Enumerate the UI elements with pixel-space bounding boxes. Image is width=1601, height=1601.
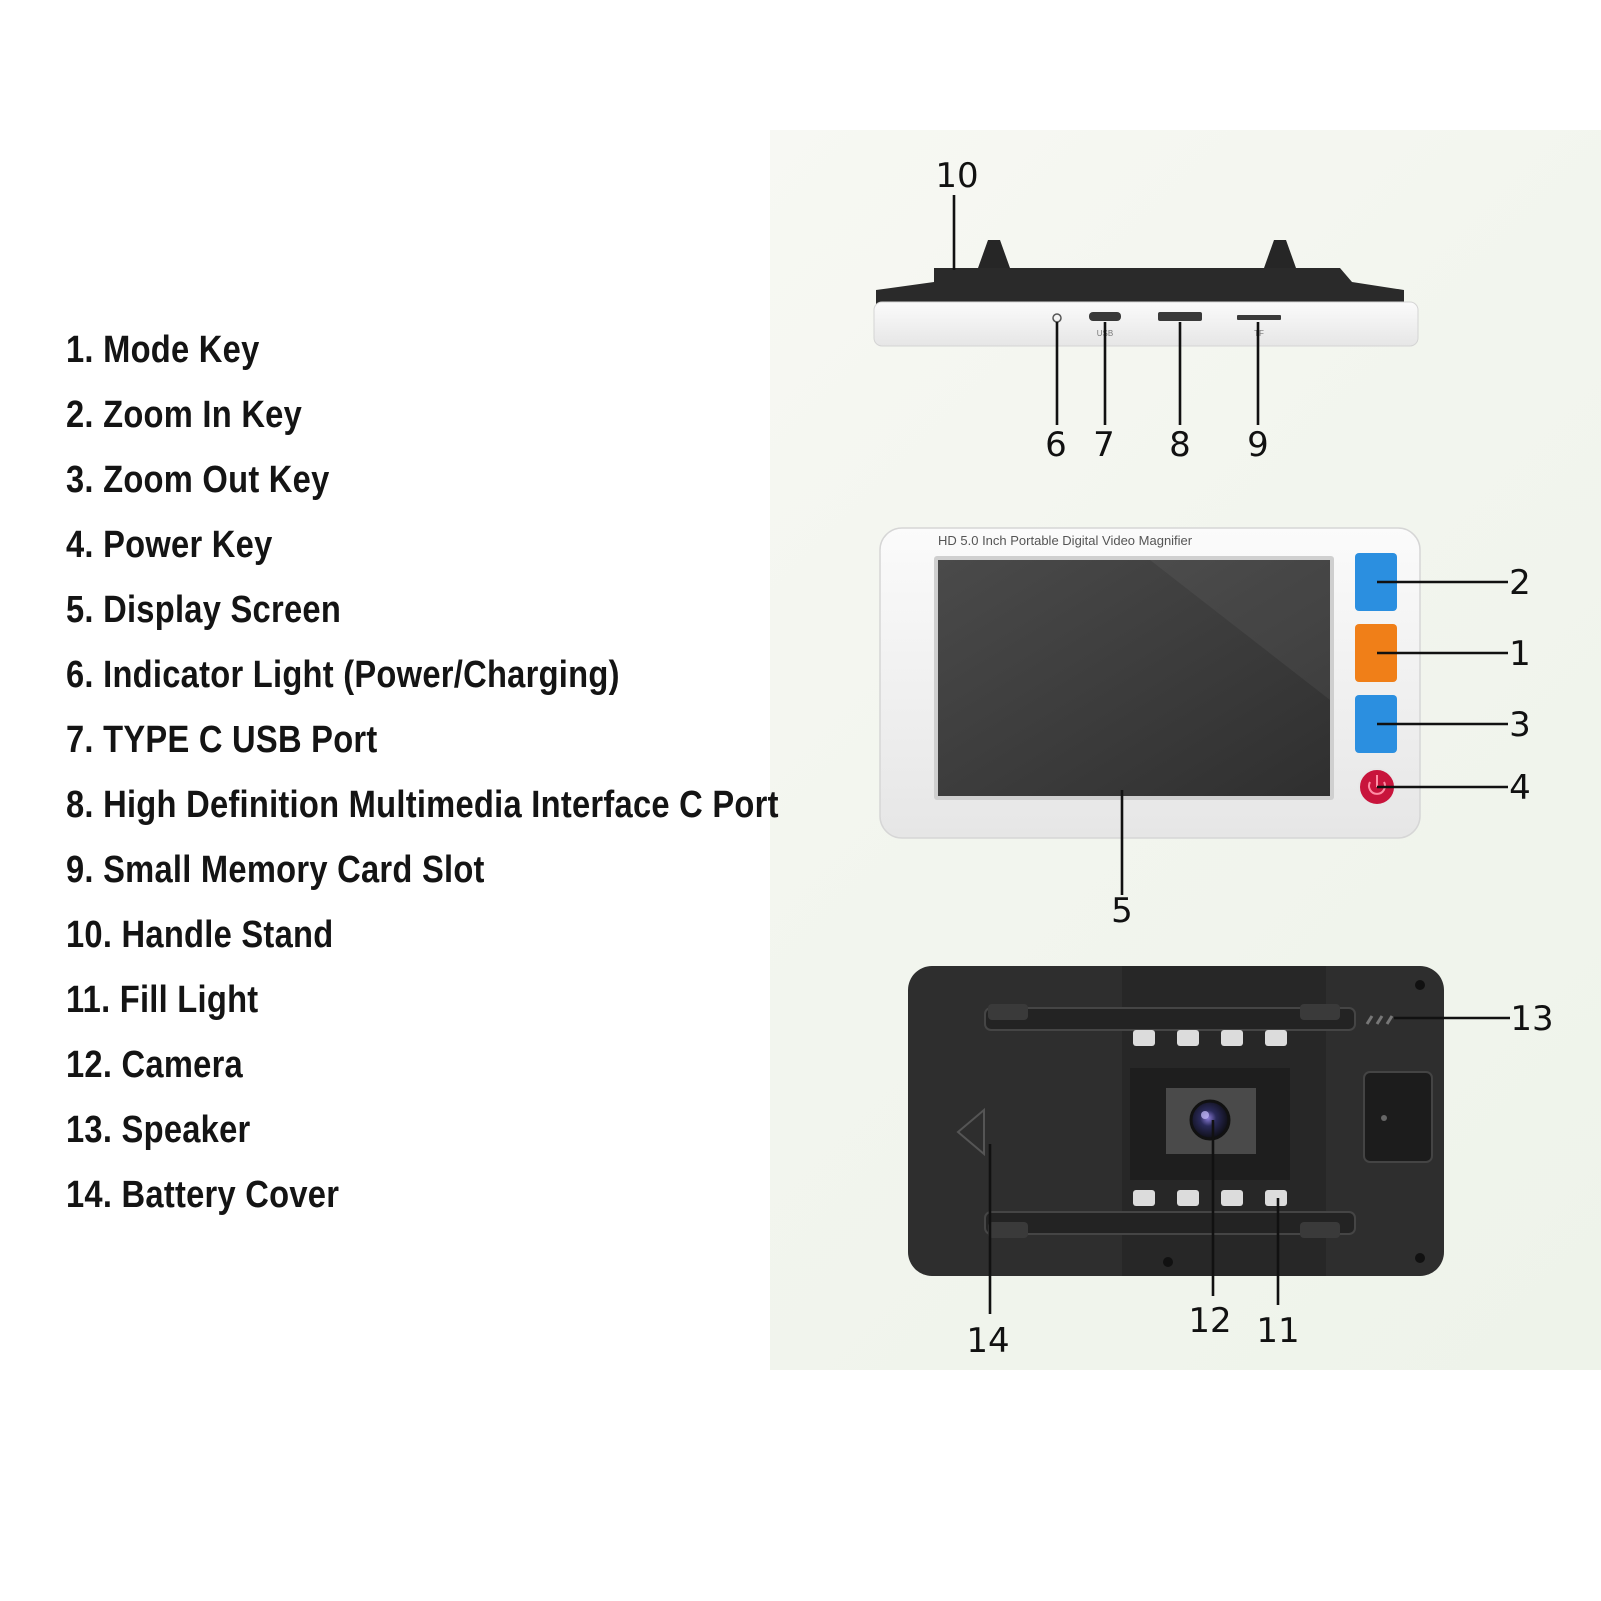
tf-slot-icon (1237, 315, 1281, 320)
callout-14: 14 (966, 1321, 1009, 1361)
back-rail-bottom (984, 1211, 1356, 1235)
top-view-front-edge (873, 301, 1419, 347)
top-view-back-edge (876, 268, 1404, 306)
front-title-text: HD 5.0 Inch Portable Digital Video Magni… (938, 533, 1193, 548)
callout-4: 4 (1509, 768, 1531, 808)
mode-key (1355, 624, 1397, 682)
legend-item-memory-card-slot: 9. Small Memory Card Slot (66, 849, 485, 891)
callout-numbers: 10 6 7 8 9 2 1 3 4 5 13 14 12 11 (935, 156, 1553, 1361)
top-view: USB TF (873, 240, 1419, 347)
front-view: HD 5.0 Inch Portable Digital Video Magni… (879, 527, 1421, 839)
back-view (908, 966, 1444, 1276)
legend-item-zoom-out-key: 3. Zoom Out Key (66, 459, 330, 501)
legend-item-speaker: 13. Speaker (66, 1109, 251, 1151)
callout-2: 2 (1509, 563, 1531, 603)
hdmi-port-icon (1158, 312, 1202, 321)
legend-item-mode-key: 1. Mode Key (66, 329, 260, 371)
callout-9: 9 (1247, 425, 1269, 465)
legend-item-camera: 12. Camera (66, 1044, 243, 1086)
display-screen (938, 560, 1330, 796)
legend-item-hdmi-port: 8. High Definition Multimedia Interface … (66, 784, 779, 826)
handle-stand-tab-left (978, 240, 1010, 268)
legend-item-display-screen: 5. Display Screen (66, 589, 342, 631)
camera-lens (1189, 1099, 1231, 1141)
back-rail-top (984, 1007, 1356, 1031)
legend-item-zoom-in-key: 2. Zoom In Key (66, 394, 303, 436)
handle-stand-tab-right (1264, 240, 1296, 268)
legend-item-fill-light: 11. Fill Light (66, 979, 259, 1021)
zoom-out-key (1355, 695, 1397, 753)
battery-cover-arrow-icon (956, 1107, 985, 1157)
callout-1: 1 (1509, 634, 1531, 674)
legend-item-handle-stand: 10. Handle Stand (66, 914, 334, 956)
callout-6: 6 (1045, 425, 1067, 465)
callout-8: 8 (1169, 425, 1191, 465)
legend-item-power-key: 4. Power Key (66, 524, 273, 566)
callout-10: 10 (935, 156, 978, 196)
callout-7: 7 (1093, 425, 1115, 465)
callout-5: 5 (1111, 891, 1133, 931)
handle-stand-hinge (1363, 1071, 1433, 1163)
callout-11: 11 (1256, 1311, 1299, 1351)
legend-item-usb-port: 7. TYPE C USB Port (66, 719, 378, 761)
callout-3: 3 (1509, 705, 1531, 745)
legend-item-indicator-light: 6. Indicator Light (Power/Charging) (66, 654, 620, 696)
leader-lines (952, 195, 1510, 1314)
callout-12: 12 (1188, 1301, 1231, 1341)
screen-glare (1150, 560, 1330, 700)
fill-lights-top (1133, 1030, 1287, 1046)
fill-lights-bottom (1133, 1190, 1287, 1206)
speaker-grille (1365, 1015, 1394, 1025)
zoom-in-key (1355, 553, 1397, 611)
usb-port-icon (1089, 312, 1121, 321)
callout-13: 13 (1510, 999, 1553, 1039)
legend-item-battery-cover: 14. Battery Cover (66, 1174, 340, 1216)
parts-legend: 1. Mode Key 2. Zoom In Key 3. Zoom Out K… (66, 318, 895, 1228)
